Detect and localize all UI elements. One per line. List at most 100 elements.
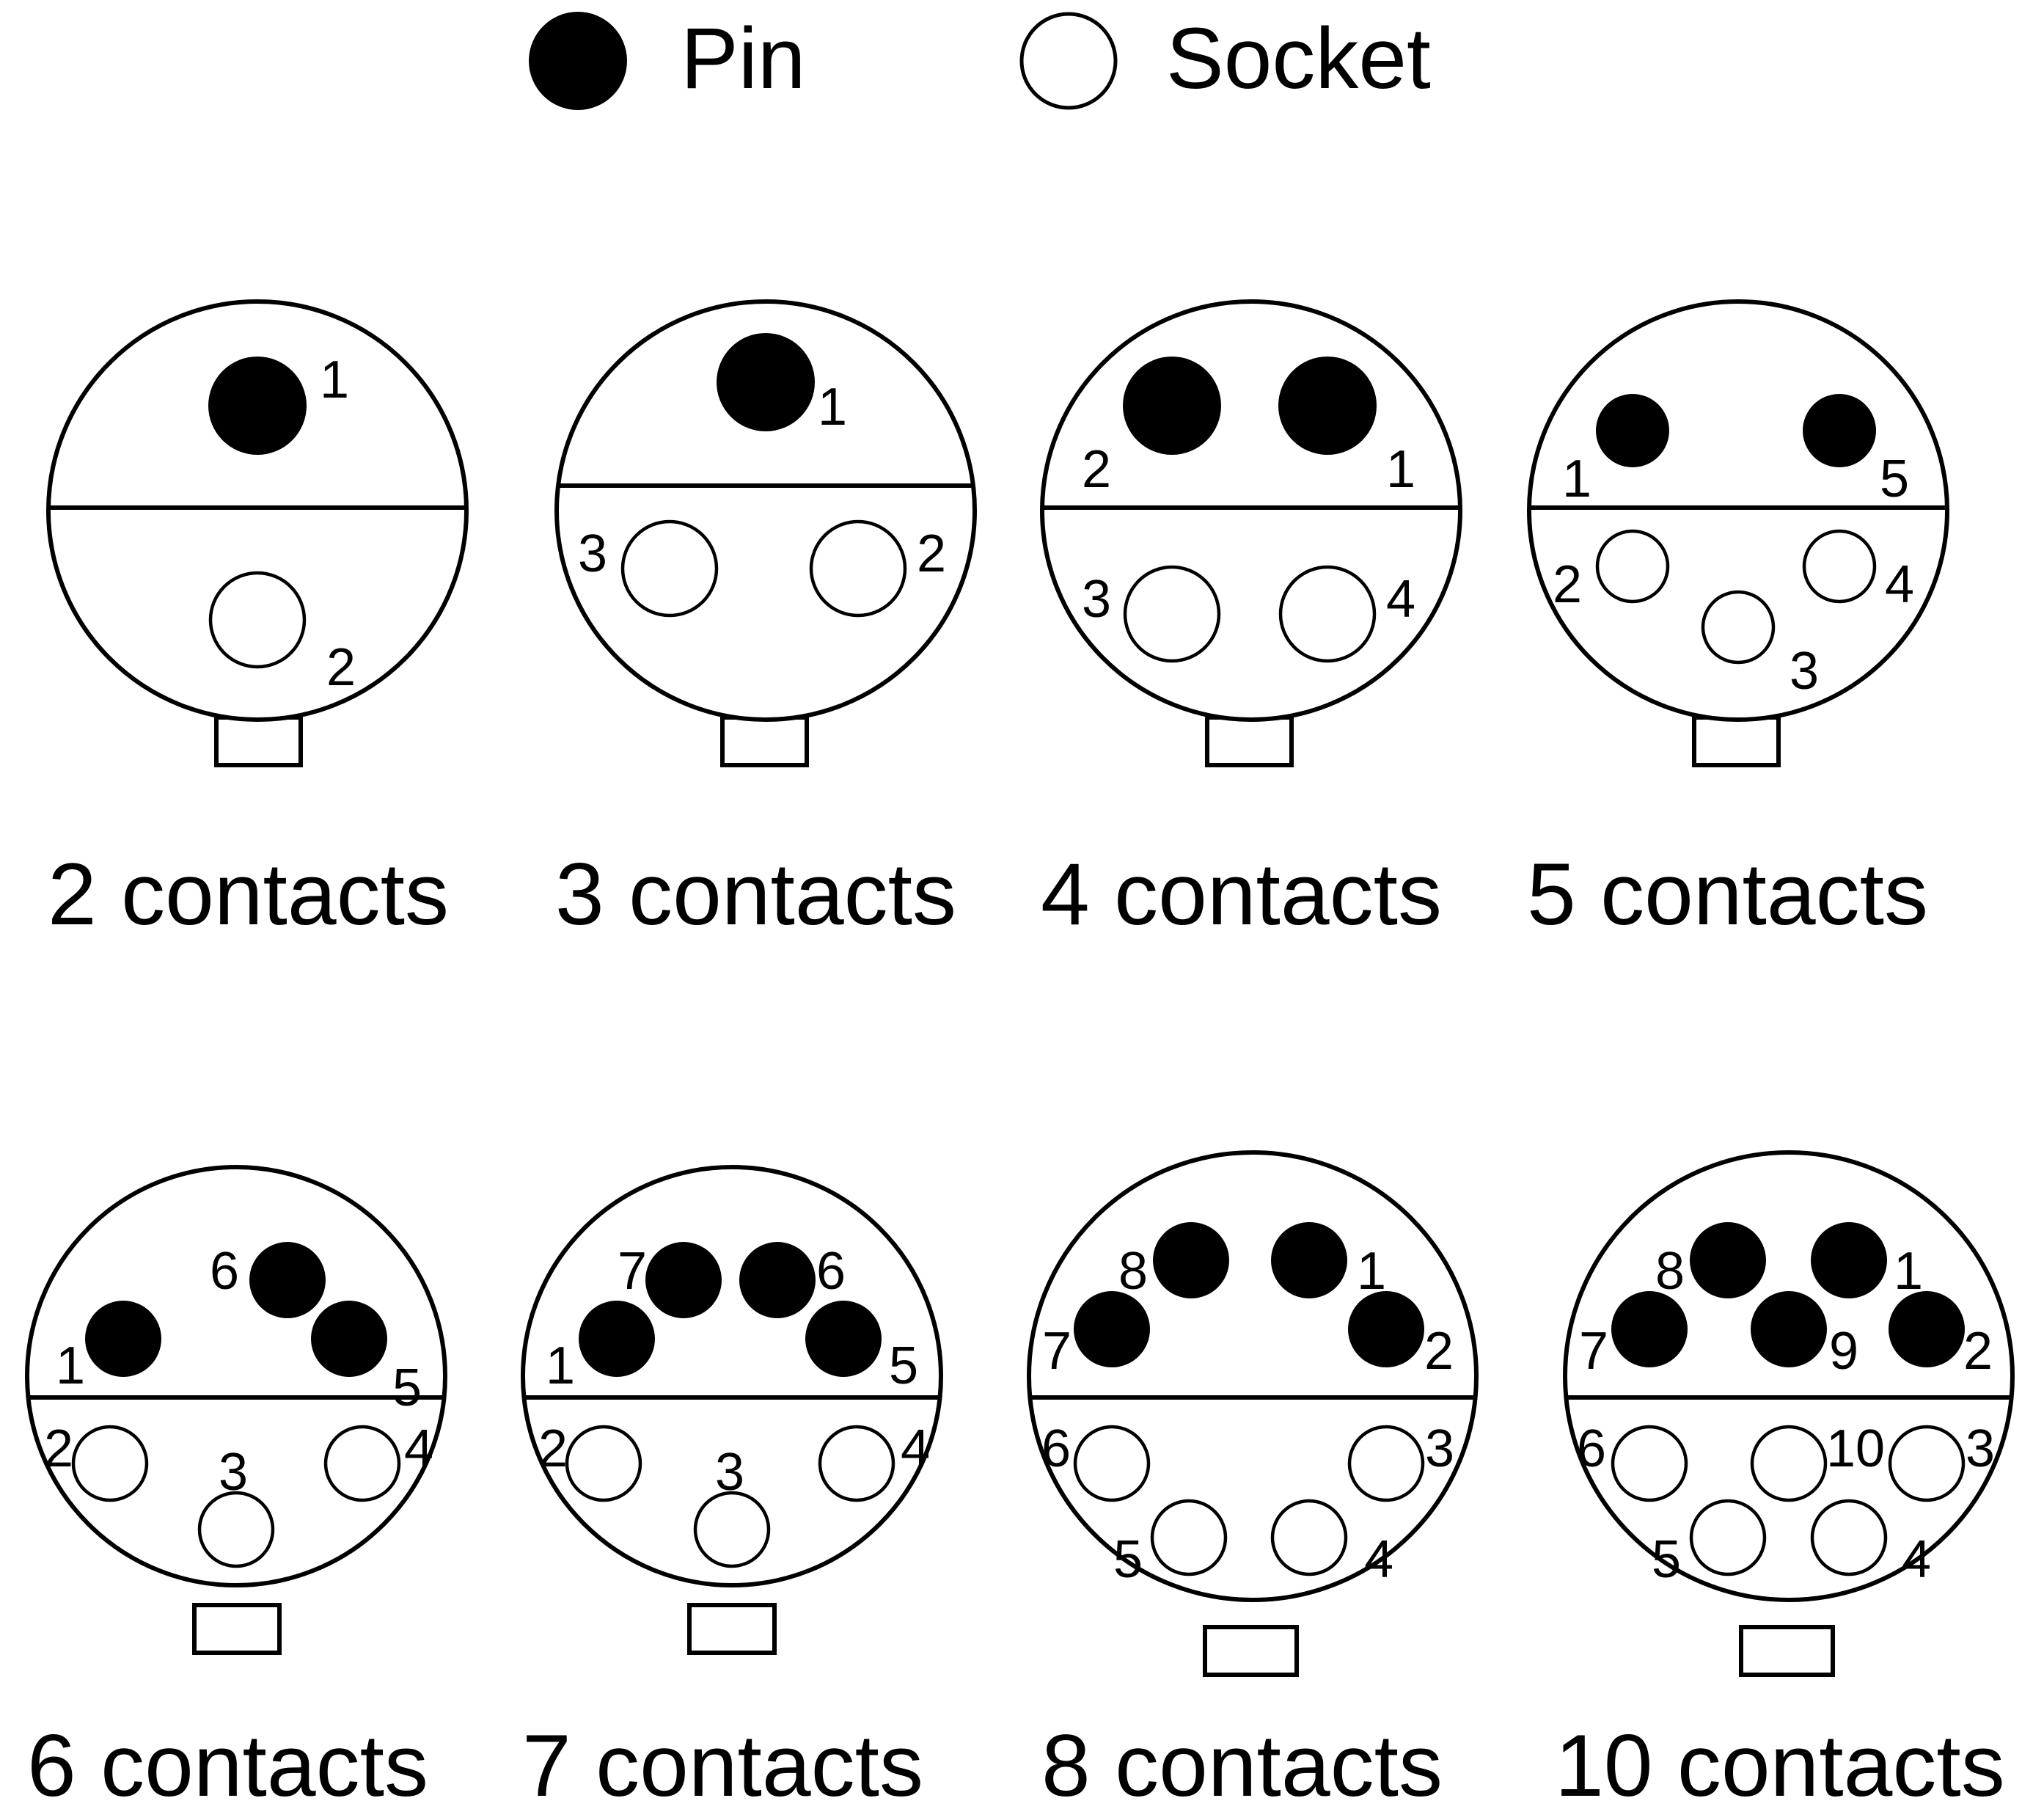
pin-contact bbox=[1803, 394, 1876, 467]
contact-number: 4 bbox=[404, 1419, 433, 1478]
contact-number: 2 bbox=[1082, 440, 1111, 499]
pin-contact bbox=[1811, 1222, 1887, 1298]
contact-number: 7 bbox=[1042, 1322, 1072, 1381]
connector-key-tab bbox=[1203, 1625, 1299, 1677]
pin-contact bbox=[1751, 1291, 1827, 1367]
connector-shell bbox=[1040, 299, 1462, 722]
contact-number: 8 bbox=[1655, 1242, 1685, 1301]
socket-contact bbox=[1611, 1425, 1688, 1502]
contact-number: 1 bbox=[56, 1337, 85, 1395]
socket-contact bbox=[1689, 1499, 1767, 1576]
socket-contact bbox=[809, 519, 907, 618]
pin-contact bbox=[579, 1301, 655, 1377]
contact-number: 6 bbox=[816, 1242, 846, 1301]
connector-caption: 5 contacts bbox=[1527, 845, 1928, 943]
contact-number: 3 bbox=[1425, 1419, 1454, 1478]
pin-contact bbox=[1278, 357, 1377, 455]
socket-contact bbox=[1347, 1425, 1425, 1502]
socket-contact bbox=[1270, 1499, 1348, 1576]
pin-contact bbox=[1123, 357, 1221, 455]
pin-contact bbox=[1611, 1291, 1688, 1367]
contact-number: 2 bbox=[44, 1419, 73, 1478]
contact-number: 4 bbox=[1364, 1530, 1393, 1589]
contact-number: 6 bbox=[1041, 1419, 1071, 1478]
connector-key-tab bbox=[720, 715, 809, 767]
contact-number: 1 bbox=[1386, 440, 1415, 499]
contact-number: 1 bbox=[320, 351, 349, 409]
connector-caption: 3 contacts bbox=[555, 845, 956, 943]
contact-number: 5 bbox=[1113, 1530, 1143, 1589]
pin-contact bbox=[1690, 1222, 1766, 1298]
socket-contact bbox=[208, 571, 307, 669]
connector-3: 2 1 3 4 4 contacts bbox=[1040, 299, 1462, 943]
connector-shell bbox=[46, 299, 469, 722]
pin-contact bbox=[717, 333, 815, 431]
legend: Pin Socket bbox=[529, 10, 1431, 110]
legend-socket-label: Socket bbox=[1166, 10, 1431, 107]
socket-contact bbox=[1802, 529, 1877, 604]
contact-number: 2 bbox=[1963, 1322, 1993, 1381]
contact-number: 4 bbox=[1386, 570, 1415, 629]
pin-contact bbox=[739, 1242, 816, 1318]
contact-number: 2 bbox=[1553, 555, 1582, 614]
contact-number: 9 bbox=[1829, 1322, 1858, 1381]
pin-contact bbox=[85, 1301, 161, 1377]
socket-contact bbox=[1073, 1425, 1151, 1502]
pin-contact bbox=[311, 1301, 387, 1377]
contact-number: 5 bbox=[889, 1337, 918, 1395]
pin-contact bbox=[208, 357, 307, 455]
pin-contact bbox=[1271, 1222, 1347, 1298]
socket-contact bbox=[565, 1425, 642, 1502]
legend-pin-label: Pin bbox=[681, 10, 806, 107]
legend-pin-icon bbox=[529, 12, 627, 110]
socket-contact bbox=[620, 519, 719, 618]
connector-key-tab bbox=[192, 1603, 282, 1655]
contact-number: 6 bbox=[1577, 1419, 1606, 1478]
contact-number: 2 bbox=[1424, 1322, 1454, 1381]
contact-number: 2 bbox=[917, 525, 946, 583]
connector-caption: 2 contacts bbox=[48, 845, 449, 943]
connector-caption: 10 contacts bbox=[1555, 1717, 2005, 1809]
contact-number: 5 bbox=[1880, 450, 1909, 508]
pin-contact bbox=[1596, 394, 1669, 467]
connector-caption: 6 contacts bbox=[27, 1717, 428, 1809]
contact-number: 4 bbox=[901, 1419, 930, 1478]
connector-caption: 7 contacts bbox=[522, 1717, 923, 1809]
pin-contact bbox=[1074, 1291, 1150, 1367]
socket-contact bbox=[197, 1491, 275, 1568]
contact-number: 5 bbox=[392, 1359, 422, 1417]
contact-number: 1 bbox=[546, 1337, 575, 1395]
contact-number: 10 bbox=[1826, 1419, 1885, 1478]
contact-number: 3 bbox=[578, 525, 607, 583]
contact-number: 4 bbox=[1902, 1530, 1931, 1589]
contact-number: 1 bbox=[1357, 1242, 1386, 1301]
contact-number: 3 bbox=[715, 1443, 744, 1502]
socket-contact bbox=[1123, 565, 1221, 663]
connector-1: 1 2 2 contacts bbox=[46, 299, 469, 943]
contact-number: 4 bbox=[1885, 555, 1914, 614]
connector-key-tab bbox=[1739, 1625, 1835, 1677]
contact-number: 5 bbox=[1652, 1530, 1681, 1589]
socket-contact bbox=[71, 1425, 149, 1502]
contact-number: 1 bbox=[1894, 1242, 1923, 1301]
connector-key-tab bbox=[1205, 715, 1294, 767]
socket-contact bbox=[1150, 1499, 1228, 1576]
socket-contact bbox=[818, 1425, 895, 1502]
contact-number: 3 bbox=[1082, 570, 1111, 629]
contact-number: 8 bbox=[1118, 1242, 1148, 1301]
socket-contact bbox=[1750, 1425, 1828, 1502]
contact-number: 2 bbox=[326, 638, 356, 697]
pin-contact bbox=[1153, 1222, 1229, 1298]
connector-shell bbox=[1027, 1150, 1479, 1602]
legend-socket-icon bbox=[1019, 12, 1118, 110]
connector-key-tab bbox=[1692, 715, 1781, 767]
contact-number: 2 bbox=[538, 1419, 568, 1478]
connector-caption: 4 contacts bbox=[1041, 845, 1442, 943]
